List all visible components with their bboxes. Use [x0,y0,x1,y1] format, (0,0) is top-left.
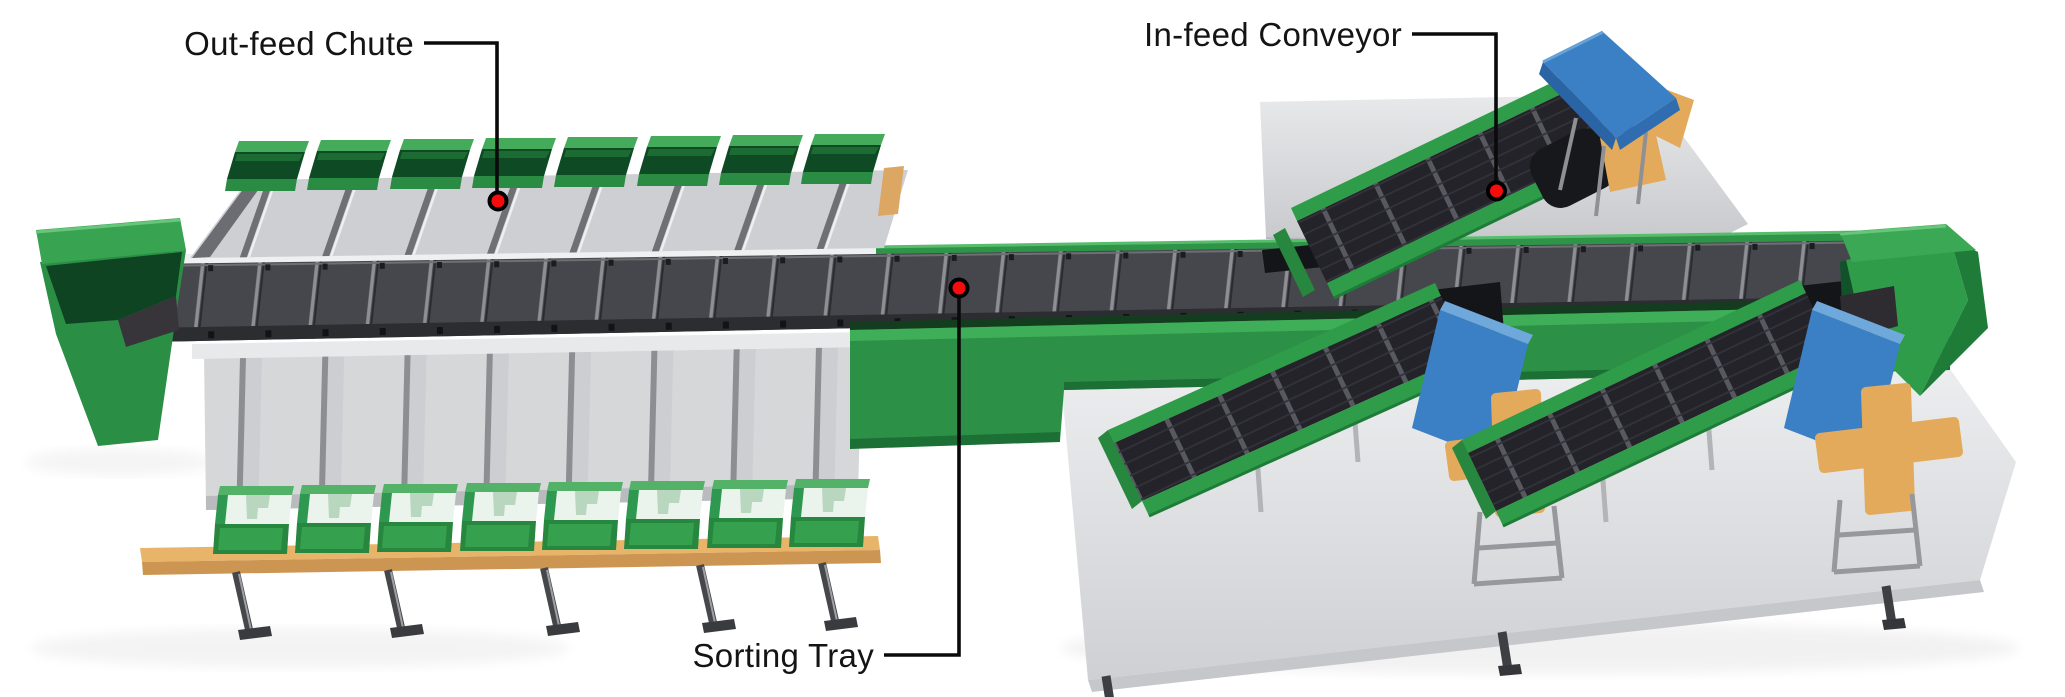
step-stool [1471,505,1565,587]
callout-line [424,41,499,191]
sorter-machine [35,134,1988,640]
collection-bin [707,480,788,548]
worktable-blue-upper [1539,30,1680,150]
stand-tan [1815,383,1963,515]
callout-marker-dot [948,277,970,299]
label-in-feed-conveyor: In-feed Conveyor [1144,16,1402,53]
shelf-leg [544,568,580,636]
label-out-feed-chute: Out-feed Chute [184,25,414,62]
infeed-station-2 [1452,280,1963,575]
table-legs [1558,117,1648,217]
collection-bin [295,485,376,553]
parcel-sack [1529,128,1617,208]
out-feed-chutes-top [190,166,908,258]
collection-bin [377,484,458,552]
collection-bin [542,482,623,550]
infeed-conveyor-upper [1273,30,1694,300]
shelf-leg [700,565,736,633]
collection-bin [213,486,294,554]
label-sorting-tray: Sorting Tray [692,637,874,674]
callout-line [884,298,961,657]
callout-marker-dot [487,190,509,212]
collection-bin [460,483,541,551]
collection-bin [624,481,705,549]
collection-bin [789,479,870,547]
shelf-leg [822,563,858,631]
left-end-cap [35,218,186,446]
out-feed-bins-top [225,134,885,191]
step-stool [1831,493,1923,575]
callout-marker-dot [1486,180,1507,202]
callout-sorting-tray: Sorting Tray [692,277,970,674]
shelf-leg [388,570,424,638]
callouts: Out-feed Chute In-feed Conveyor Sorting … [184,16,1507,674]
callout-line [1412,32,1498,181]
callout-in-feed-conveyor: In-feed Conveyor [1144,16,1507,202]
collection-bins-bottom [140,479,881,640]
shelf-leg [236,572,272,640]
callout-out-feed-chute: Out-feed Chute [184,25,509,212]
